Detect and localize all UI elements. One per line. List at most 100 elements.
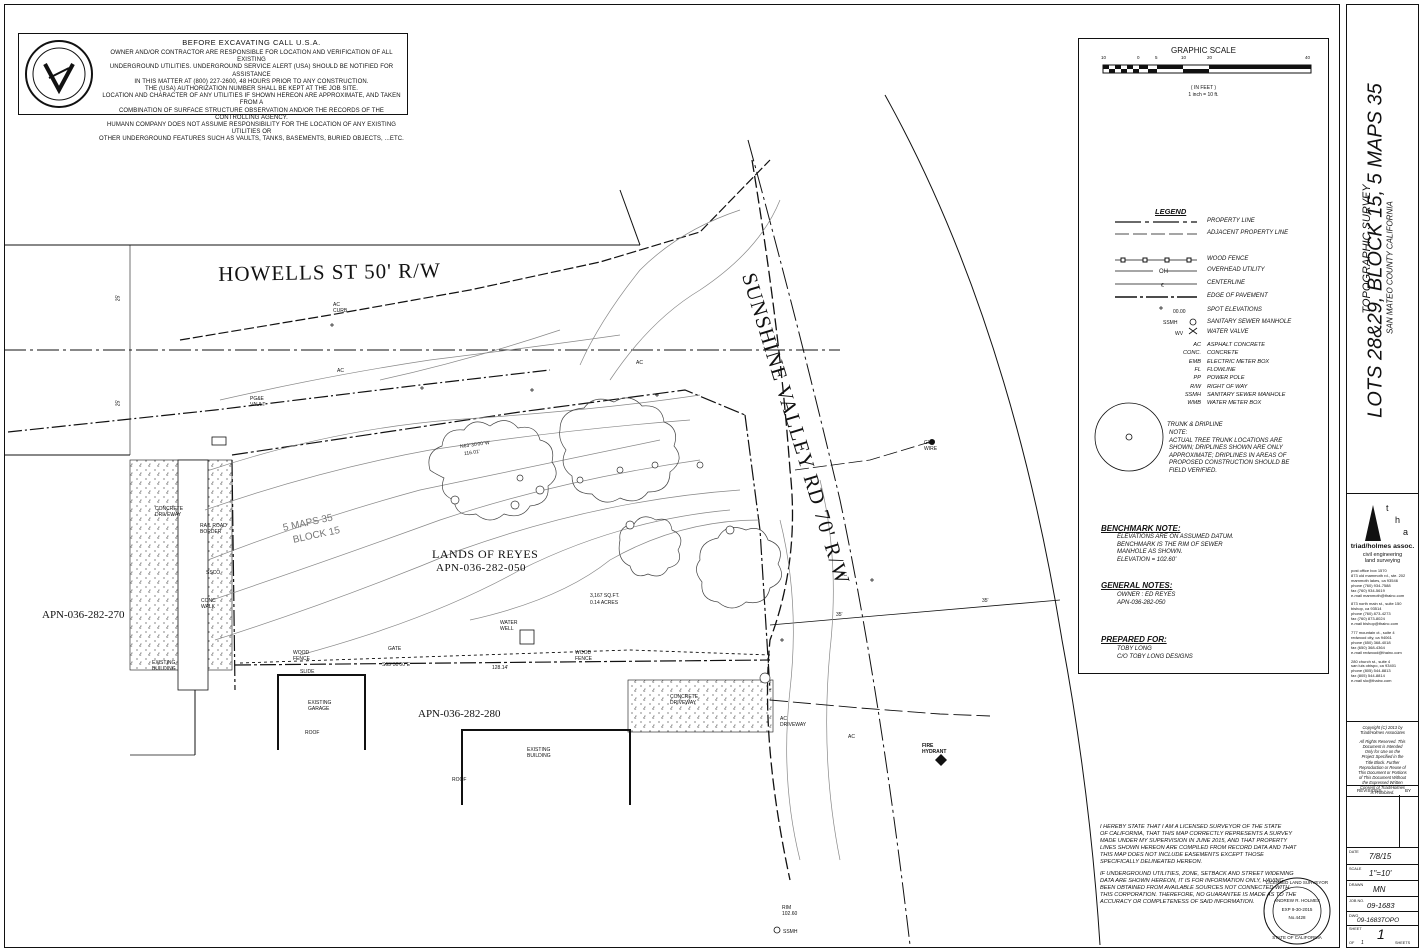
copyright-line: Reproduction or Reuse of — [1359, 764, 1406, 770]
tree-note-line: ACTUAL TREE TRUNK LOCATIONS ARE — [1169, 437, 1283, 444]
tree-driplines — [428, 397, 782, 609]
callout-line: IN THIS MATTER AT (800) 227-2600, 48 HOU… — [134, 78, 369, 85]
sunshine-road-lines — [747, 94, 1101, 946]
seal-number: No.4428 — [1288, 915, 1306, 920]
existing-garage-label: EXISTING GARAGE — [308, 700, 332, 712]
svg-text:a: a — [1403, 527, 1408, 537]
tree-trunks — [450, 461, 771, 684]
of-label: OF — [1349, 941, 1355, 945]
certification-line: THIS CORPORATION. THEREFORE, NO GUARANTE… — [1100, 891, 1297, 898]
office-line: mammoth lakes, ca 93546 — [1351, 577, 1398, 583]
copyright-line: the Expressed Written — [1362, 779, 1403, 785]
abbrev-key: WMB — [1187, 400, 1201, 407]
abbrev-key: AC — [1193, 342, 1201, 348]
howells-street-lines — [4, 244, 840, 456]
scale-label: SCALE — [1349, 867, 1362, 871]
pge-vault-box — [211, 436, 227, 446]
pge-vault-label: PG&E VAULT — [250, 396, 266, 408]
svg-text:h: h — [1395, 515, 1400, 525]
legend-item: WATER VALVE — [1207, 329, 1249, 335]
apn-main-label: APN-036-282-050 — [436, 562, 526, 574]
existing-building-south-label: EXISTING BUILDING — [527, 747, 551, 759]
callout-line: OWNER AND/OR CONTRACTOR ARE RESPONSIBLE … — [110, 50, 393, 64]
howells-edge-pavement — [7, 369, 551, 433]
certification-line: I HEREBY STATE THAT I AM A LICENSED SURV… — [1100, 824, 1282, 830]
seal-name: ANDREW R. HOLMES — [1274, 898, 1321, 903]
water-well-box — [519, 629, 535, 645]
tree-note-line: PROPOSED CONSTRUCTION SHOULD BE — [1169, 460, 1290, 467]
benchmark-line: BENCHMARK IS THE RIM OF SEWER — [1117, 541, 1223, 548]
copyright-line: of This Document Without — [1358, 774, 1407, 780]
benchmark-lines: ELEVATIONS ARE ON ASSUMED DATUM.BENCHMAR… — [1117, 534, 1234, 564]
job-label: JOB NO. — [1349, 899, 1365, 903]
callout-body: OWNER AND/OR CONTRACTOR ARE RESPONSIBLE … — [99, 50, 404, 144]
legend-item: ADJACENT PROPERTY LINE — [1207, 230, 1289, 236]
office-line: 873 north main st., suite 150 — [1351, 601, 1402, 607]
office-line: fax (650) 368-4364 — [1351, 644, 1385, 650]
prepared-for-title: PREPARED FOR: — [1101, 635, 1167, 644]
certification-line: MADE UNDER MY SUPERVISION IN JUNE 2015, … — [1100, 838, 1288, 845]
dwg-value: 09-1683TOPO — [1357, 917, 1400, 924]
wood-fence-1-label: WOOD FENCE — [293, 650, 310, 662]
contour-lines — [204, 199, 841, 861]
office-line: e-mail mammoth@thainc.com — [1351, 592, 1405, 598]
abbrev-key: R/W — [1190, 383, 1201, 390]
dim-25-a: 25' — [115, 294, 122, 302]
copyright-line: Copyright (C) 2013 by — [1362, 725, 1403, 730]
office-line: bishop, ca 93514 — [1351, 606, 1382, 612]
tree-note-line: NOTE: — [1169, 430, 1188, 436]
dim-35-a: 35' — [836, 612, 843, 618]
callout-line: OTHER UNDERGROUND FEATURES SUCH AS VAULT… — [99, 136, 404, 143]
legend-item: SPOT ELEVATIONS — [1207, 307, 1262, 313]
callout-title: BEFORE EXCAVATING CALL U.S.A. — [182, 38, 321, 47]
prepared-for-line: TOBY LONG — [1117, 646, 1152, 652]
office-line: e-mail slo@thainc.com — [1351, 678, 1392, 684]
lands-label: LANDS OF REYES — [432, 547, 539, 561]
tree-note-line: APPROXIMATE; DRIPLINES IN AREAS OF — [1169, 452, 1287, 459]
office-line: 873 old mammoth rd., ste. 202 — [1351, 572, 1406, 578]
howells-curb — [179, 159, 771, 341]
callout-line: THE (USA) AUTHORIZATION NUMBER SHALL BE … — [144, 86, 359, 93]
firm-logo-icon: t h a — [1365, 503, 1408, 541]
tree-legend-icon — [1094, 402, 1164, 472]
office-line: phone (760) 934-7588 — [1351, 582, 1391, 588]
date-value: 7/8/15 — [1369, 852, 1392, 861]
spot-key: 00.00 — [1173, 309, 1186, 315]
sheets-label: SHEETS — [1395, 941, 1411, 945]
certification-line: THIS MAP DOES NOT INCLUDE EASEMENTS EXCE… — [1100, 852, 1264, 859]
ssco-label: SSCO — [206, 570, 221, 576]
wood-fence-2-label: WOOD FENCE — [575, 650, 592, 662]
prepared-for-line: C/O TOBY LONG DESIGNS — [1117, 653, 1193, 660]
roof-label-2: ROOF — [452, 777, 467, 783]
abbrev-value: WATER METER BOX — [1207, 400, 1262, 407]
abbrev-key: FL — [1194, 366, 1201, 373]
office-line: 280 church st., suite 4 — [1351, 658, 1391, 664]
ac-label-4: AC — [848, 734, 855, 740]
title-block: TOPOGRAPHIC SURVEY LOTS 28&29, BLOCK 15,… — [1346, 4, 1419, 948]
abbrev-key: EMB — [1188, 358, 1201, 365]
scale-tick-label: 0 — [1137, 55, 1140, 60]
legend-item: CENTERLINE — [1207, 280, 1246, 286]
certification-line: IF UNDERGROUND UTILITIES, ZONE, SETBACK … — [1100, 870, 1294, 877]
site-plan-drawing — [4, 91, 1187, 946]
copyright-line: Consent of Triad/Holmes — [1360, 785, 1405, 791]
benchmark-line: MANHOLE AS SHOWN. — [1117, 549, 1183, 556]
apn-west-label: APN-036-282-270 — [42, 609, 125, 621]
office-line: e-mail redwood@thainc.com — [1351, 649, 1402, 655]
copyright-line: Title Block. Further — [1365, 759, 1400, 765]
existing-building-south-outline — [461, 729, 631, 805]
scale-tick-label: 5 — [1155, 55, 1158, 60]
drawn-value: MN — [1373, 885, 1386, 894]
tree-note-line: SHOWN; DRIPLINES SHOWN ARE ONLY — [1169, 445, 1283, 452]
firm-name: triad/holmes assoc. — [1350, 543, 1415, 550]
date-label: DATE — [1349, 850, 1359, 854]
sheet-label: SHEET — [1349, 927, 1362, 931]
benchmark-line: ELEVATION = 102.60' — [1117, 556, 1177, 563]
legend-item: WOOD FENCE — [1207, 256, 1249, 262]
svg-text:€: € — [1161, 283, 1164, 289]
graphic-scale-unit: ( IN FEET ) — [1190, 85, 1217, 91]
